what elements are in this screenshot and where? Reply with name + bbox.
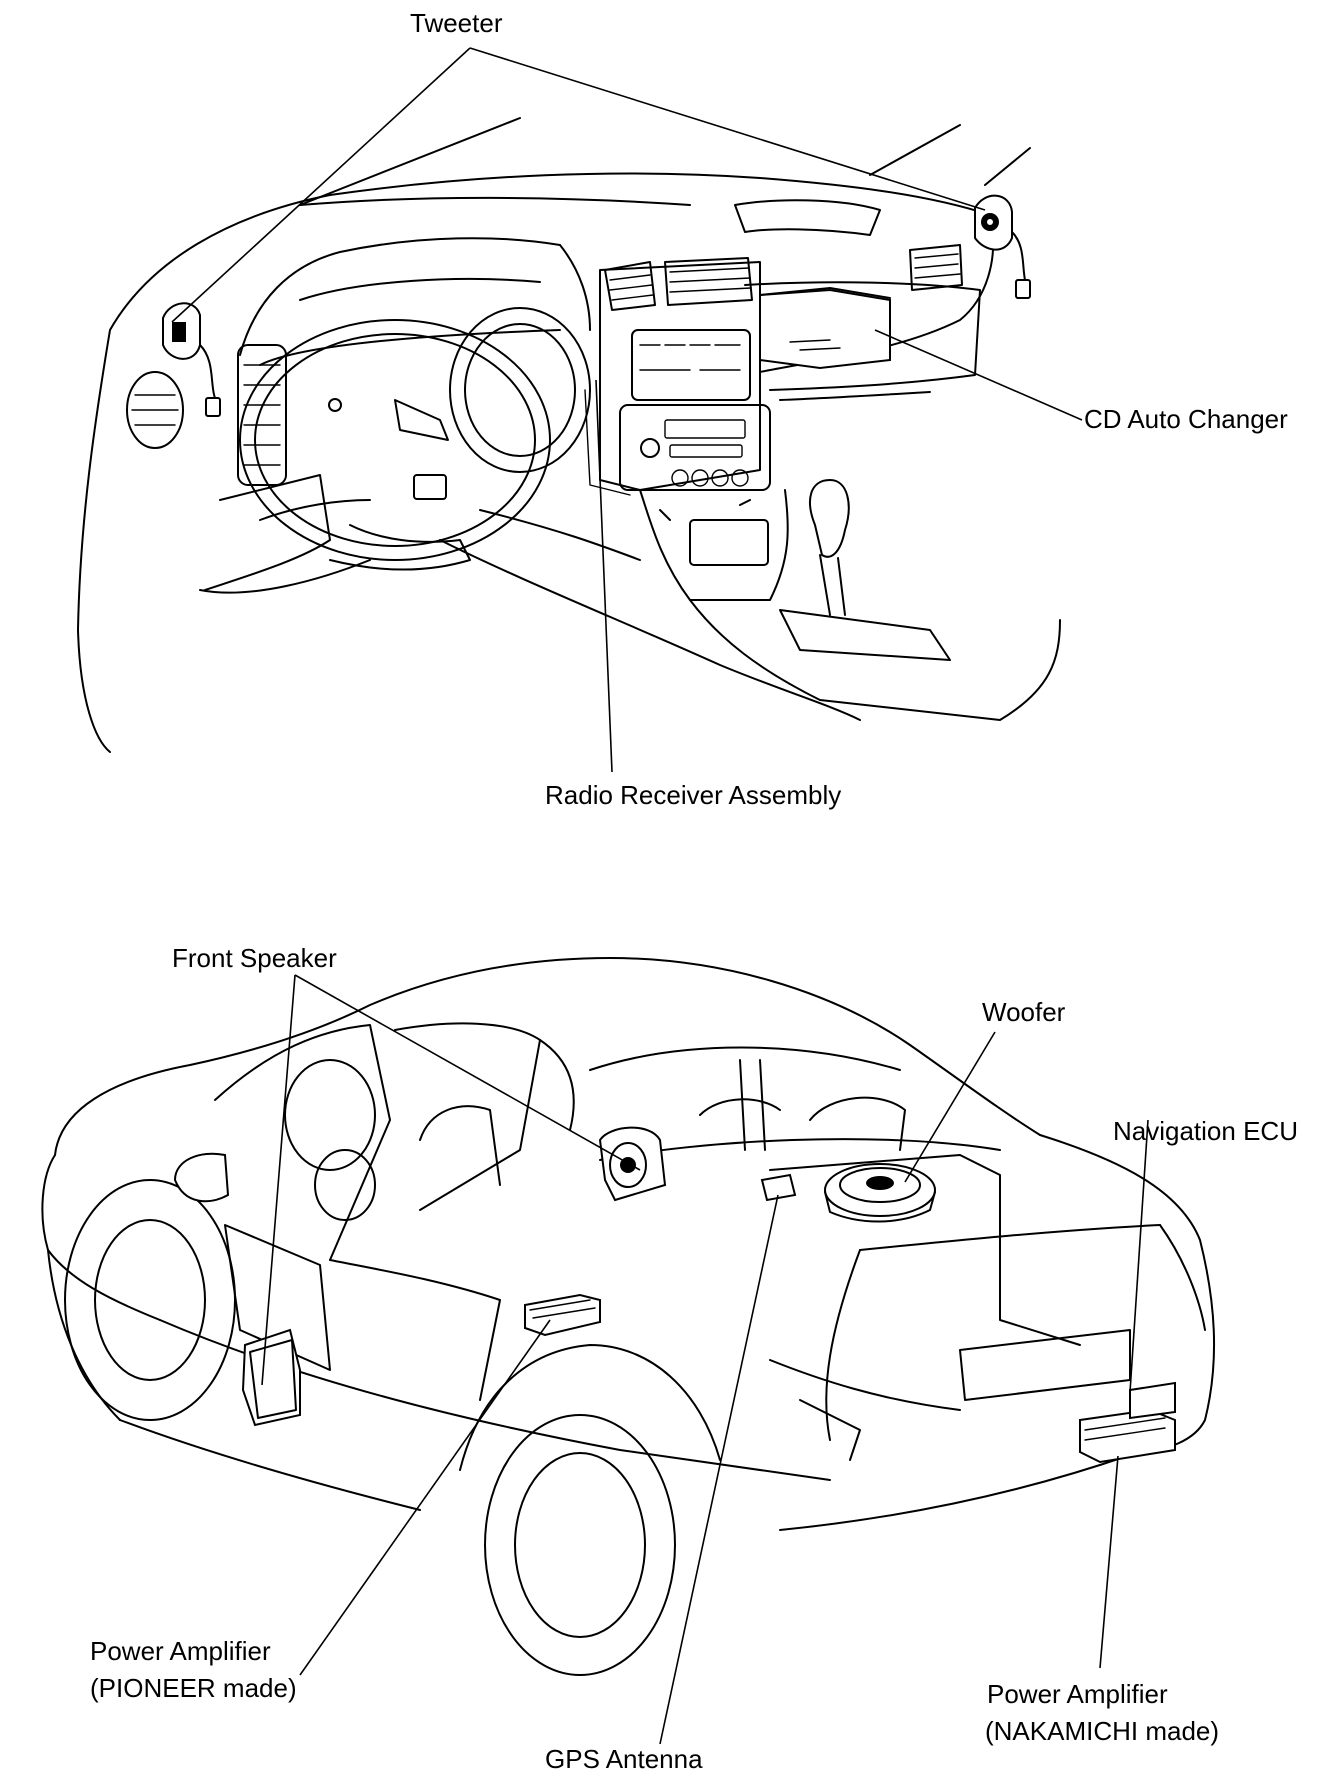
dashboard-illustration xyxy=(77,117,1061,753)
label-tweeter: Tweeter xyxy=(410,8,503,38)
label-power-amplifier-pioneer: Power Amplifier xyxy=(90,1636,271,1666)
label-power-amplifier-nakamichi: Power Amplifier xyxy=(987,1679,1168,1709)
label-woofer: Woofer xyxy=(982,997,1066,1027)
label-radio-receiver-assembly: Radio Receiver Assembly xyxy=(545,780,841,810)
label-gps-antenna: GPS Antenna xyxy=(545,1744,703,1770)
label-front-speaker: Front Speaker xyxy=(172,943,337,973)
leader-lines-top xyxy=(171,47,1083,773)
leader-lines-bottom xyxy=(261,974,1149,1745)
label-power-amplifier-nakamichi-maker: (NAKAMICHI made) xyxy=(985,1716,1219,1746)
label-navigation-ecu: Navigation ECU xyxy=(1113,1116,1298,1146)
car-illustration xyxy=(41,957,1216,1676)
label-cd-auto-changer: CD Auto Changer xyxy=(1084,404,1288,434)
label-power-amplifier-pioneer-maker: (PIONEER made) xyxy=(90,1673,297,1703)
